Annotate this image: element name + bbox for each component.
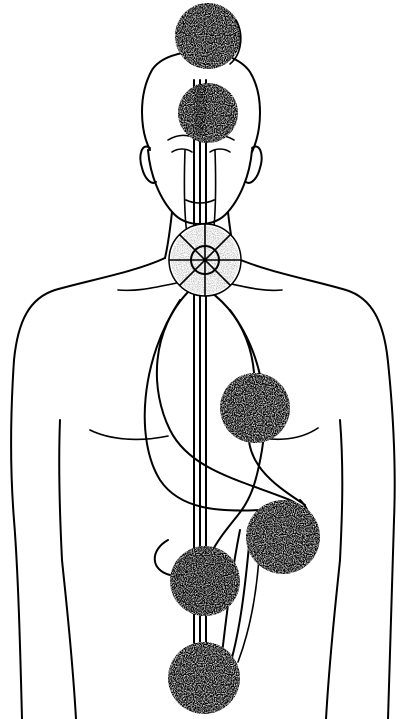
serpentine-channels bbox=[145, 290, 315, 670]
solar-plexus-center bbox=[246, 500, 320, 574]
sacral-center bbox=[170, 546, 240, 616]
heart-center bbox=[220, 373, 290, 443]
throat-center bbox=[169, 224, 241, 296]
crown-center bbox=[175, 3, 241, 69]
brow-center bbox=[178, 83, 238, 143]
base-center bbox=[168, 642, 240, 714]
